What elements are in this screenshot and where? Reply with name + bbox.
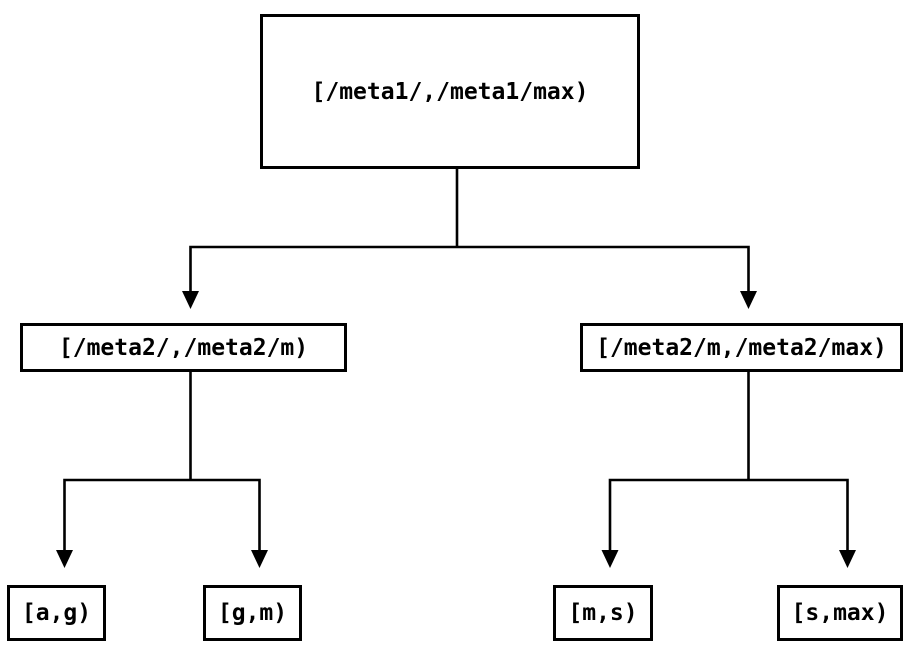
tree-node-leaf-ms: [m,s) [553,585,653,641]
node-label: [/meta2/m,/meta2/max) [596,334,887,361]
node-label: [/meta1/,/meta1/max) [311,78,589,105]
arrowhead-icon [251,550,268,568]
arrowhead-icon [182,291,199,309]
tree-node-leaf-gm: [g,m) [203,585,302,641]
tree-node-leaf-smax: [s,max) [777,585,903,641]
arrowhead-icon [839,550,856,568]
node-label: [s,max) [791,600,889,626]
connector-root-to-children [189,245,750,291]
tree-node-root: [/meta1/,/meta1/max) [260,14,640,169]
tree-node-meta2-right: [/meta2/m,/meta2/max) [580,323,903,372]
node-label: [a,g) [21,600,92,626]
node-label: [g,m) [217,600,288,626]
arrowhead-icon [601,550,619,568]
arrowhead-icon [56,550,73,568]
node-label: [/meta2/,/meta2/m) [58,334,309,361]
connector-right-to-leaves [608,478,849,550]
tree-node-meta2-left: [/meta2/,/meta2/m) [20,323,347,372]
node-label: [m,s) [568,600,638,626]
tree-node-leaf-ag: [a,g) [7,585,106,641]
arrowhead-icon [740,291,757,309]
connector-left-to-leaves [63,478,261,550]
